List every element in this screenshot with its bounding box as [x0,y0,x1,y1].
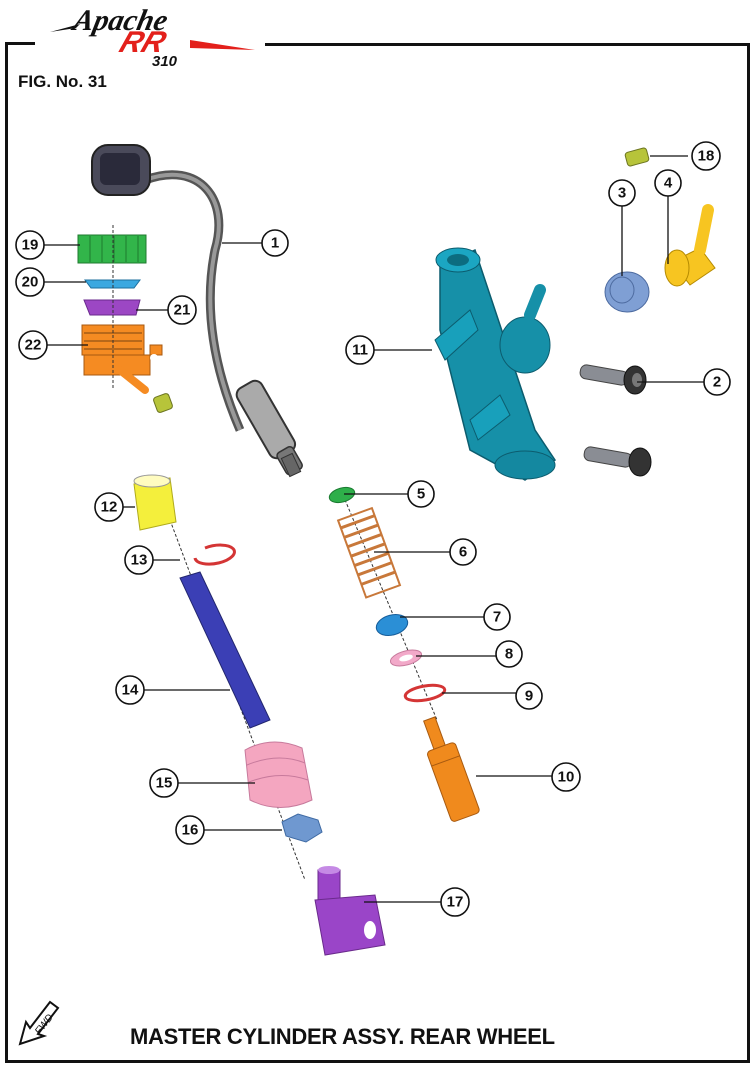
callout-8: 8 [495,640,523,668]
part-14-pushrod [179,571,271,729]
callout-4: 4 [654,169,682,197]
part-16-lock-nut [281,813,323,843]
callout-20: 20 [15,267,45,297]
callout-15: 15 [149,768,179,798]
callout-12: 12 [94,492,124,522]
svg-text:2: 2 [713,374,721,391]
callout-18: 18 [691,141,721,171]
svg-text:10: 10 [558,769,575,786]
frame-right [747,44,750,1062]
svg-text:17: 17 [447,894,464,911]
svg-text:13: 13 [131,552,148,569]
callout-13: 13 [124,545,154,575]
callout-16: 16 [175,815,205,845]
part-4-elbow-connector [664,204,716,287]
part-21-plate [83,299,141,316]
svg-text:21: 21 [174,302,191,319]
figure-number: FIG. No. 31 [18,72,107,91]
svg-text:8: 8 [505,646,513,663]
svg-text:19: 19 [22,237,39,254]
frame-top-left [5,42,35,45]
part-12-sleeve [133,474,177,531]
callout-14: 14 [115,675,145,705]
svg-text:1: 1 [271,235,279,252]
callout-19: 19 [15,230,45,260]
part-2-bolt-upper [579,364,647,395]
svg-text:7: 7 [493,609,501,626]
diagram-title: MASTER CYLINDER ASSY. REAR WHEEL [130,1024,555,1049]
part-3-grommet [604,271,650,313]
part-9-o-ring [403,683,447,703]
reservoir-hose-clip [153,393,173,413]
part-2-bolt-lower [583,446,652,477]
part-1-hose-assembly [91,144,303,478]
part-7-primary-cup [375,613,409,637]
part-22-reservoir [81,324,163,394]
svg-text:11: 11 [352,342,368,359]
part-11-master-cylinder-body [434,247,557,481]
callout-22: 22 [18,330,48,360]
svg-text:18: 18 [698,148,715,165]
svg-text:6: 6 [459,544,467,561]
frame-top-right [265,43,750,46]
part-20-diaphragm [84,279,141,289]
callout-6: 6 [449,538,477,566]
svg-text:14: 14 [122,682,139,699]
part-19-reservoir-cap [77,234,147,264]
fwd-arrow-icon: FWD [18,1000,60,1046]
callout-17: 17 [440,887,470,917]
part-10-piston [423,716,480,822]
part-6-spring [336,506,402,599]
callout-7: 7 [483,603,511,631]
callout-1: 1 [261,229,289,257]
part-18-hose-clip [624,147,650,167]
leader-lines [43,155,704,903]
svg-text:22: 22 [25,337,42,354]
part-15-dust-boot [244,741,313,808]
part-17-clevis [314,866,386,956]
callout-21: 21 [167,295,197,325]
svg-text:12: 12 [101,499,118,516]
svg-text:9: 9 [525,688,533,705]
logo-variant: 310 [152,53,178,70]
callout-10: 10 [551,762,581,792]
callout-3: 3 [608,179,636,207]
apache-rr-310-logo: Apache RR 310 [50,3,255,70]
callout-11: 11 [345,335,375,365]
callout-9: 9 [515,682,543,710]
part-13-circlip [193,543,236,566]
frame-bottom [5,1060,750,1063]
svg-text:5: 5 [417,486,425,503]
svg-text:20: 20 [22,274,39,291]
callout-2: 2 [703,368,731,396]
frame-left [5,42,8,1062]
callout-5: 5 [407,480,435,508]
part-5-seal [328,486,356,504]
svg-text:15: 15 [156,775,173,792]
svg-text:3: 3 [618,185,626,202]
part-8-washer [389,649,423,667]
svg-text:16: 16 [182,822,199,839]
svg-text:4: 4 [664,175,673,192]
logo-brand: Apache [69,3,171,37]
